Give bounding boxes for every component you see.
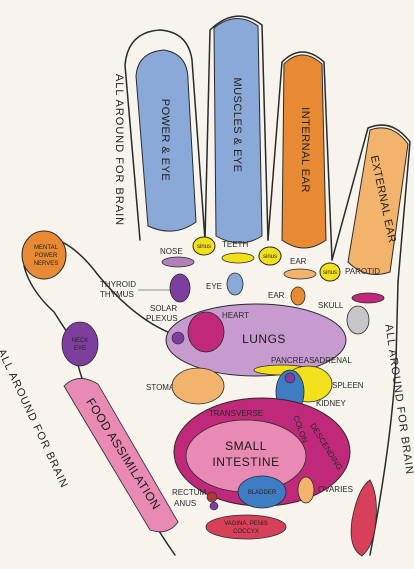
heart-label: HEART bbox=[222, 311, 249, 320]
mental-label: MENTAL bbox=[34, 245, 59, 251]
plexus-label: PLEXUS bbox=[146, 314, 178, 323]
spleen-label: SPLEEN bbox=[332, 381, 364, 390]
finger-middle-label: MUSCLES & EYE bbox=[231, 77, 243, 172]
thyroid-label: THYROID bbox=[100, 280, 136, 289]
anus-label: ANUS bbox=[174, 499, 196, 508]
bladder-label: BLADDER bbox=[248, 490, 277, 496]
skull-label: SKULL bbox=[318, 301, 344, 310]
transverse-label: TRANSVERSE bbox=[209, 409, 263, 418]
zone-neck-eye: NECK EYE bbox=[62, 322, 98, 366]
sinus-label-1: sinus bbox=[197, 244, 211, 250]
teeth-label: TEETH bbox=[222, 240, 248, 249]
neck-label: NECK bbox=[72, 338, 89, 344]
zone-solar-plexus: SOLAR PLEXUS bbox=[146, 304, 178, 323]
finger-index-label: POWER & EYE bbox=[159, 99, 171, 182]
edge-label-top-left: ALL AROUND FOR BRAIN bbox=[113, 74, 125, 226]
sinus-label-3: sinus bbox=[323, 270, 337, 276]
sinus-label-2: sinus bbox=[263, 254, 277, 260]
nose-label: NOSE bbox=[160, 247, 183, 256]
ear-label: EAR bbox=[268, 291, 285, 300]
pancreas-label: PANCREAS bbox=[271, 356, 314, 365]
small-label: SMALL bbox=[225, 439, 267, 453]
kidney-label: KIDNEY bbox=[316, 399, 346, 408]
lungs-label: LUNGS bbox=[242, 332, 286, 346]
vagina-label: VAGINA, PENIS bbox=[224, 521, 268, 527]
adrenal-label: ADRENAL bbox=[314, 356, 352, 365]
power-label: POWER bbox=[35, 253, 58, 259]
finger-ring: INTERNAL EAR bbox=[282, 55, 326, 248]
intestine-label: INTESTINE bbox=[212, 455, 279, 469]
nerves-label: NERVES bbox=[34, 261, 59, 267]
parotid-label: PAROTID bbox=[345, 267, 380, 276]
ear-top-label: EAR bbox=[290, 257, 307, 266]
zone-adrenal: ADRENAL bbox=[314, 356, 352, 365]
zone-bladder: BLADDER bbox=[238, 476, 286, 508]
finger-ring-label: INTERNAL EAR bbox=[299, 107, 311, 193]
thymus-label: THYMUS bbox=[100, 290, 134, 299]
zone-mental-power-nerves: MENTAL POWER NERVES bbox=[22, 231, 66, 279]
ovaries-label: OVARIES bbox=[318, 485, 353, 494]
zone-vagina-penis-coccyx: VAGINA, PENIS COCCYX bbox=[206, 515, 286, 539]
rectum-label: RECTUM bbox=[172, 488, 207, 497]
eye-label: EYE bbox=[206, 282, 222, 291]
solar-label: SOLAR bbox=[150, 304, 177, 313]
coccyx-label: COCCYX bbox=[233, 529, 259, 535]
neck-eye-label: EYE bbox=[74, 346, 86, 352]
finger-middle: MUSCLES & EYE bbox=[214, 18, 262, 243]
